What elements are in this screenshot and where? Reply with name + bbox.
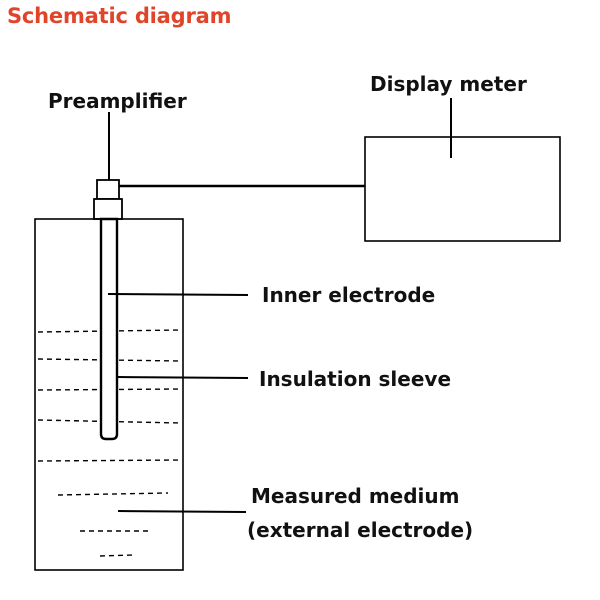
insulation-sleeve (99, 217, 119, 441)
preamplifier-connector (96, 179, 120, 200)
medium-dashed-lines (37, 329, 181, 557)
inner-electrode-leader (107, 293, 249, 296)
measured-medium-leader (117, 510, 247, 513)
measured-medium-label: Measured medium (251, 484, 460, 508)
preamplifier-label: Preamplifier (48, 89, 187, 113)
diagram-title: Schematic diagram (7, 4, 232, 28)
external-electrode-label: (external electrode) (247, 518, 474, 542)
inner-electrode-label: Inner electrode (262, 283, 436, 307)
display-meter-label: Display meter (370, 72, 527, 96)
preamplifier-head (93, 198, 123, 220)
display-meter-box (364, 136, 561, 242)
insulation-sleeve-label: Insulation sleeve (259, 367, 452, 391)
insulation-sleeve-leader (116, 376, 249, 379)
